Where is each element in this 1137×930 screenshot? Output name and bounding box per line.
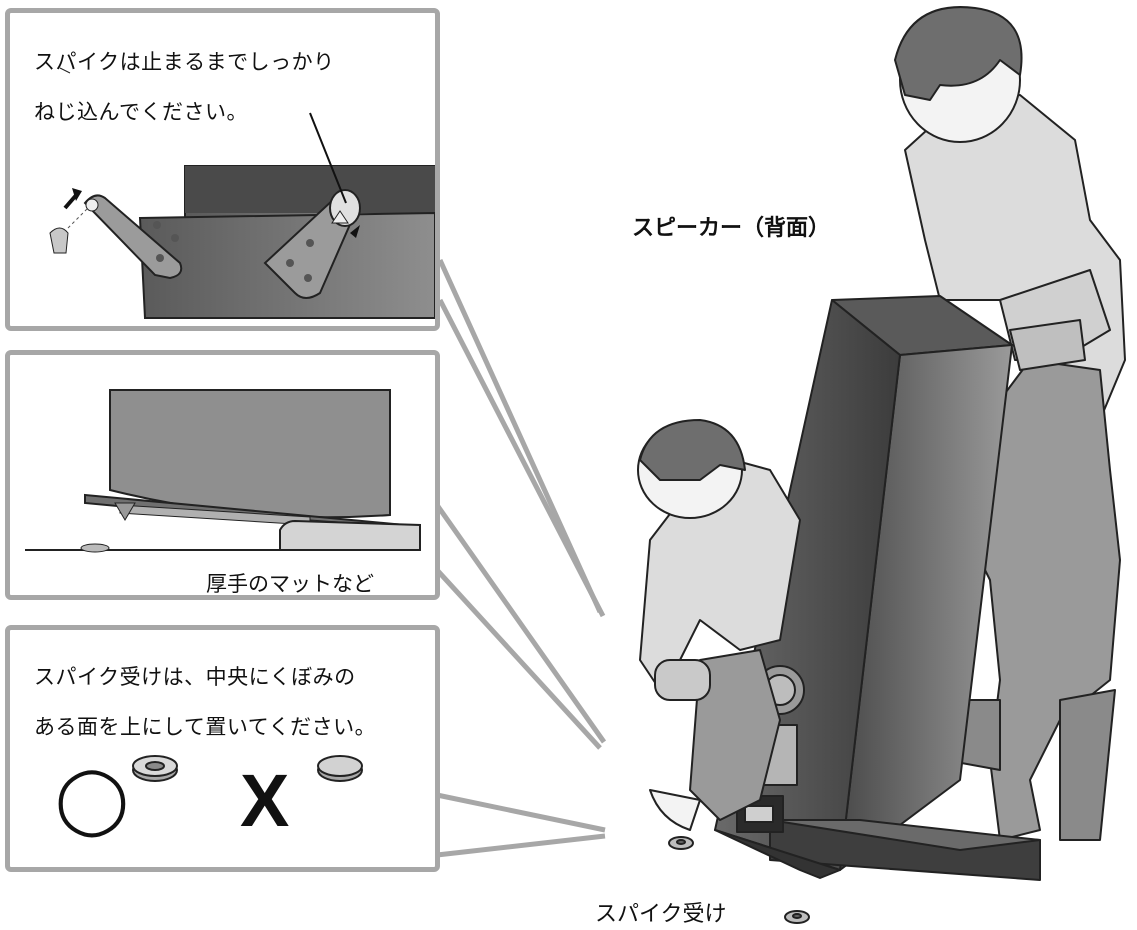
mat-caution-panel: 厚手のマットなど xyxy=(5,350,440,600)
speaker-back-label: スピーカー（背面） xyxy=(632,216,831,241)
ok-symbol: ◯ xyxy=(55,760,129,837)
spike-install-line-1: スパイクは止まるまでしっかり xyxy=(34,50,335,74)
spike-install-line-2: ねじ込んでください。 xyxy=(34,100,248,124)
spike-install-illustration xyxy=(49,67,435,319)
spike-receiver-panel: スパイク受けは、中央にくぼみの ある面を上にして置いてください。 ◯ X xyxy=(5,625,440,872)
receiver-line-1: スパイク受けは、中央にくぼみの xyxy=(34,665,356,689)
spike-receivers-floor xyxy=(668,836,810,924)
receiver-wrong-icon xyxy=(317,755,363,782)
spike-install-panel: スパイクは止まるまでしっかり ねじ込んでください。 xyxy=(5,8,440,331)
person-crouching xyxy=(637,419,801,831)
callout-lines xyxy=(434,258,607,858)
spike-receiver-label: スパイク受け xyxy=(595,902,727,927)
receiver-line-2: ある面を上にして置いてください。 xyxy=(34,715,377,739)
mat-illustration xyxy=(25,389,421,553)
mat-caption: 厚手のマットなど xyxy=(206,572,374,596)
receiver-examples xyxy=(132,755,363,782)
ng-symbol: X xyxy=(240,759,290,842)
receiver-correct-icon xyxy=(132,755,178,782)
